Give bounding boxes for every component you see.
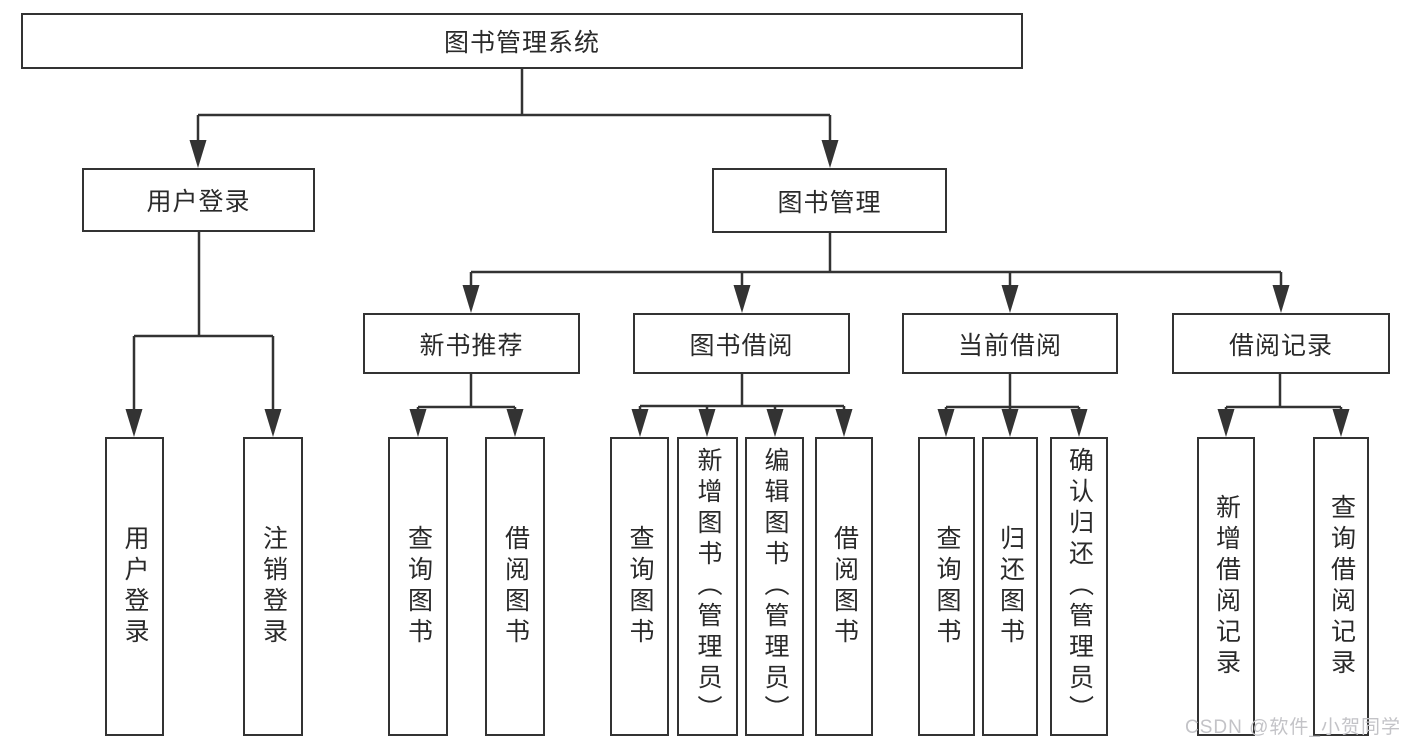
leaf-borrow-query-books: 查询图书 [610,437,669,736]
arrowheads [125,140,1350,437]
leaf-recommend-borrow-books: 借阅图书 [485,437,545,736]
leaf-logout: 注销登录 [243,437,303,736]
node-current-borrowing: 当前借阅 [902,313,1118,374]
leaf-user-login: 用户登录 [105,437,164,736]
leaf-current-confirm-return-admin: 确认归还（管理员） [1050,437,1108,736]
leaf-borrow-edit-books-admin: 编辑图书（管理员） [745,437,804,736]
node-book-management: 图书管理 [712,168,947,233]
node-new-book-recommend: 新书推荐 [363,313,580,374]
node-book-borrowing: 图书借阅 [633,313,850,374]
leaf-borrow-add-books-admin: 新增图书（管理员） [677,437,738,736]
leaf-current-return-books: 归还图书 [982,437,1038,736]
leaf-recommend-query-books: 查询图书 [388,437,448,736]
leaf-current-query-books: 查询图书 [918,437,975,736]
csdn-watermark: CSDN @软件_小贺同学 [1185,717,1401,738]
leaf-records-query-record: 查询借阅记录 [1313,437,1369,736]
node-root-system: 图书管理系统 [21,13,1023,69]
connector-paths [132,69,1343,411]
leaf-records-add-record: 新增借阅记录 [1197,437,1255,736]
leaf-borrow-lend-books: 借阅图书 [815,437,873,736]
node-user-login: 用户登录 [82,168,315,232]
node-borrow-records: 借阅记录 [1172,313,1390,374]
